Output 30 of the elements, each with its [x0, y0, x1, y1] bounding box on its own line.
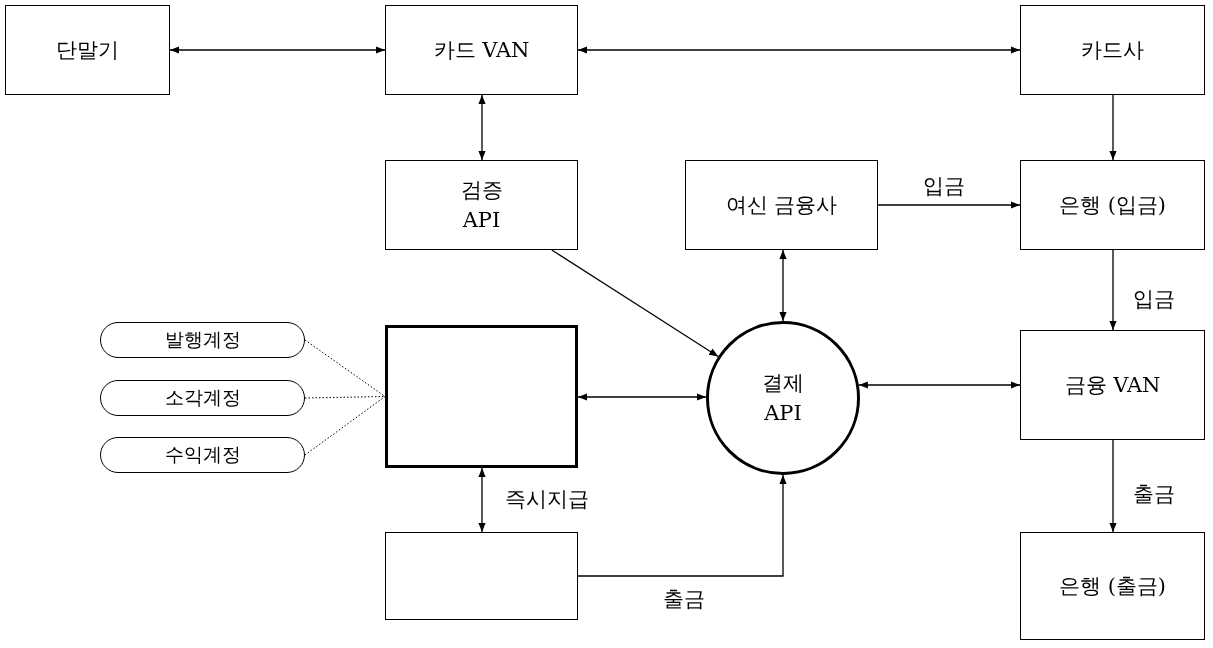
- process-box: [385, 325, 578, 468]
- connector-line: [304, 396, 386, 399]
- arrow: [169, 46, 386, 54]
- rounded-box: 수익계정: [100, 437, 305, 473]
- arrow: [877, 201, 1021, 209]
- arrow: [779, 249, 787, 322]
- rounded-box: 소각계정: [100, 380, 305, 416]
- process-box: 단말기: [5, 5, 170, 95]
- process-box: 금융 VAN: [1020, 330, 1205, 440]
- process-box: [385, 532, 578, 620]
- arrow: [577, 474, 787, 577]
- arrow: [478, 467, 486, 533]
- arrow: [478, 94, 486, 161]
- process-box: 카드 VAN: [385, 5, 578, 95]
- process-box: 검증 API: [385, 160, 578, 250]
- arrow: [577, 393, 707, 401]
- process-box: 여신 금융사: [685, 160, 878, 250]
- process-box: 은행 (출금): [1020, 532, 1205, 640]
- arrow: [1109, 249, 1117, 331]
- connector-line: [304, 339, 386, 397]
- rounded-box: 발행계정: [100, 322, 305, 358]
- arrow: [1109, 94, 1117, 161]
- process-box: 카드사: [1020, 5, 1205, 95]
- process-circle: 결제 API: [706, 321, 860, 475]
- arrow: [1109, 439, 1117, 533]
- arrow: [577, 46, 1021, 54]
- connector-line: [304, 396, 386, 456]
- arrow: [858, 381, 1021, 389]
- process-box: 은행 (입금): [1020, 160, 1205, 250]
- arrow: [551, 249, 719, 358]
